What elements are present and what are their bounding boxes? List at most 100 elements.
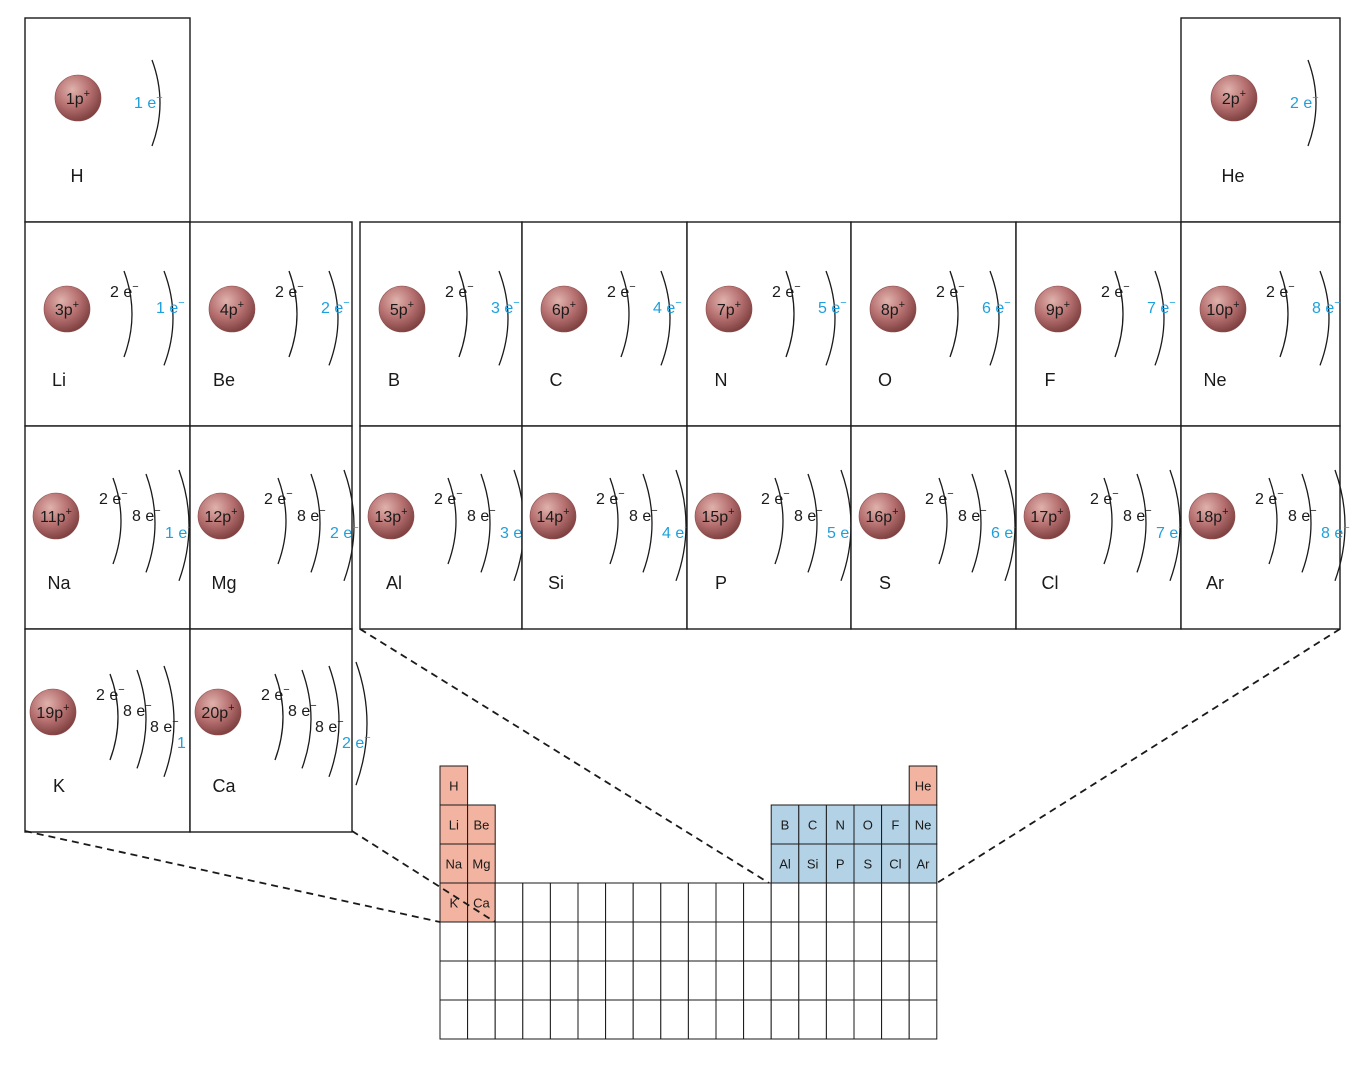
mini-table-cell: [494, 882, 524, 923]
element-cell-cl: 17p+2 e−8 e−7 e−Cl: [1015, 425, 1185, 630]
element-cell-p: 15p+2 e−8 e−5 e−P: [686, 425, 856, 630]
electron-shell: 2 e−: [607, 270, 636, 358]
element-symbol: Si: [548, 573, 564, 593]
mini-table-symbol: Mg: [472, 857, 490, 872]
mini-table-cell: [798, 999, 827, 1040]
valence-electron-count: 2 e−: [330, 522, 359, 542]
mini-table-symbol: H: [449, 779, 458, 794]
element-symbol: He: [1221, 166, 1244, 186]
mini-table-symbol: Be: [473, 818, 489, 833]
shell-electron-count: 8 e−: [315, 716, 344, 736]
shell-electron-count: 8 e−: [467, 505, 496, 525]
mini-table-cell: [577, 921, 607, 962]
mini-table-cell: [660, 882, 689, 923]
mini-table-symbol: K: [449, 896, 458, 911]
element-symbol: Cl: [1042, 573, 1059, 593]
element-cell-ca: 20p+2 e−8 e−8 e−2 e−Ca: [189, 628, 371, 833]
mini-table-cell: [908, 882, 938, 923]
shell-electron-count: 2 e−: [275, 281, 304, 301]
mini-table-cell: [494, 921, 524, 962]
element-cell-be: 4p+2 e−2 e−Be: [189, 221, 353, 427]
shell-electron-count: 2 e−: [99, 488, 128, 508]
electron-shell: 2 e−: [1090, 477, 1119, 565]
mini-table-cell: [605, 921, 634, 962]
electron-shell: 5 e−: [818, 270, 847, 366]
mini-table-cell: He: [908, 765, 938, 806]
mini-table-symbol: Ne: [915, 818, 932, 833]
element-cell-f: 9p+2 e−7 e−F: [1015, 221, 1182, 427]
valence-electron-count: 2 e−: [342, 732, 371, 752]
electron-shell: 8 e−: [1312, 270, 1341, 366]
shell-electron-count: 2 e−: [1090, 488, 1119, 508]
mini-table-cell: [825, 999, 855, 1040]
mini-table-cell: [605, 882, 634, 923]
electron-shell: 2 e−: [342, 661, 371, 786]
element-symbol: Li: [52, 370, 66, 390]
electron-shell: 8 e−: [629, 473, 658, 573]
valence-electron-count: 5 e−: [818, 297, 847, 317]
nucleus: 8p+: [869, 285, 917, 333]
element-cell-k: 19p+2 e−8 e−8 e−1 e−K: [24, 628, 206, 833]
electron-shell: 2 e−: [1266, 270, 1295, 358]
mini-table-cell: [798, 960, 827, 1001]
mini-table-cell: [660, 921, 689, 962]
mini-table-cell: [743, 882, 772, 923]
nucleus: 20p+: [194, 688, 242, 736]
electron-shell: 2 e−: [596, 477, 625, 565]
nucleus: 5p+: [378, 285, 426, 333]
mini-table-symbol: Si: [807, 857, 819, 872]
mini-table-cell: [853, 921, 883, 962]
nucleus-label: 19p+: [36, 702, 69, 722]
element-symbol: Ar: [1206, 573, 1224, 593]
mini-table-cell: [770, 999, 800, 1040]
mini-table-cell: [687, 921, 717, 962]
electron-shell: 2 e−: [99, 477, 128, 565]
shell-electron-count: 2 e−: [264, 488, 293, 508]
mini-table-cell: [715, 960, 745, 1001]
electron-shell: 2 e−: [445, 270, 474, 358]
mini-table-cell: [439, 960, 469, 1001]
shell-electron-count: 8 e−: [629, 505, 658, 525]
shell-electron-count: 8 e−: [288, 700, 317, 720]
valence-electron-count: 3 e−: [491, 297, 520, 317]
shell-electron-count: 2 e−: [925, 488, 954, 508]
mini-table-cell: [825, 921, 855, 962]
valence-electron-count: 2 e−: [1290, 92, 1319, 112]
mini-table-cell: [577, 999, 607, 1040]
element-symbol: Mg: [211, 573, 236, 593]
shell-electron-count: 8 e−: [958, 505, 987, 525]
mini-table-symbol: Na: [445, 857, 462, 872]
electron-shell: 2 e−: [264, 477, 293, 565]
mini-table-cell: [522, 999, 551, 1040]
mini-table-cell: [549, 882, 579, 923]
electron-shell: 2 e−: [1255, 477, 1284, 565]
element-symbol: O: [878, 370, 892, 390]
nucleus: 17p+: [1023, 492, 1071, 540]
shell-electron-count: 2 e−: [1101, 281, 1130, 301]
shell-electron-count: 8 e−: [297, 505, 326, 525]
shell-electron-count: 8 e−: [1123, 505, 1152, 525]
mini-table-symbol: N: [836, 818, 845, 833]
electron-shell: 2 e−: [772, 270, 801, 358]
electron-shell: 2 e−: [434, 477, 463, 565]
shell-electron-count: 2 e−: [607, 281, 636, 301]
mini-table-cell: [660, 999, 689, 1040]
mini-table-cell: [577, 882, 607, 923]
element-symbol: Ne: [1203, 370, 1226, 390]
element-symbol: P: [715, 573, 727, 593]
element-symbol: Na: [47, 573, 71, 593]
electron-shell: 8 e−: [123, 669, 152, 769]
valence-electron-count: 6 e−: [982, 297, 1011, 317]
nucleus: 10p+: [1199, 285, 1247, 333]
mini-table-symbol: Ca: [473, 896, 490, 911]
element-symbol: B: [388, 370, 400, 390]
nucleus: 3p+: [43, 285, 91, 333]
mini-table-cell: Na: [439, 843, 469, 884]
mini-table-cell: Li: [439, 804, 469, 845]
mini-table-cell: Cl: [881, 843, 910, 884]
mini-table-symbol: Ar: [917, 857, 931, 872]
mini-table-cell: [577, 960, 607, 1001]
